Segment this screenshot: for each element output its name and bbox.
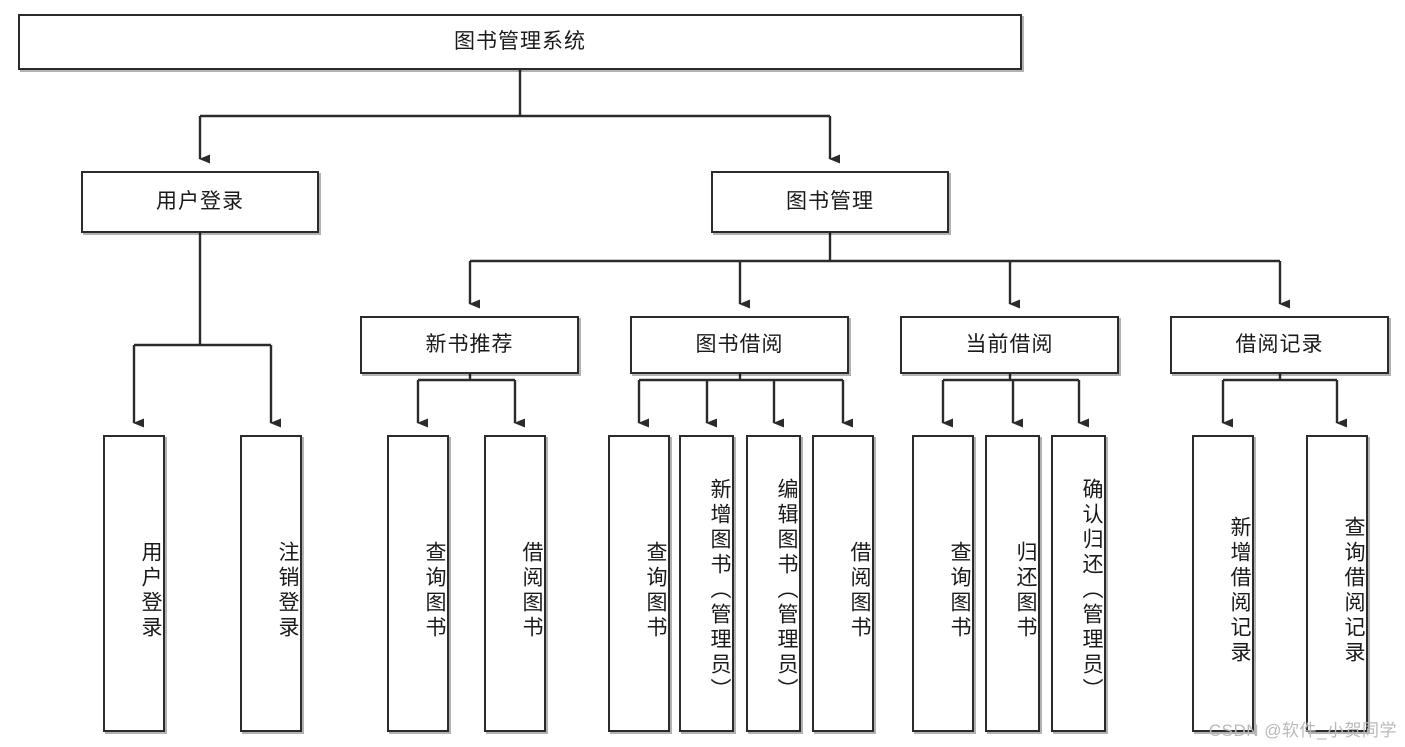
node-leaf-confirm-return: 确认归还（管理员） (1051, 435, 1106, 732)
node-label: 查询图书 (948, 540, 971, 641)
node-label: 借阅记录 (1235, 333, 1324, 357)
node-label: 用户登录 (156, 190, 244, 214)
node-label: 新增图书（管理员） (708, 478, 731, 703)
node-book-borrow: 图书借阅 (630, 316, 849, 374)
node-label: 查询借阅记录 (1342, 515, 1365, 666)
node-label: 注销登录 (276, 540, 299, 641)
node-label: 用户登录 (139, 540, 162, 641)
node-label: 图书管理 (786, 190, 874, 214)
node-label: 图书借阅 (695, 333, 784, 357)
node-root: 图书管理系统 (18, 14, 1022, 70)
node-label: 新增借阅记录 (1228, 515, 1251, 666)
node-label: 查询图书 (644, 540, 667, 641)
node-leaf-query-book-3: 查询图书 (912, 435, 974, 732)
node-current-borrow: 当前借阅 (900, 316, 1119, 374)
node-leaf-query-book-2: 查询图书 (608, 435, 670, 732)
node-leaf-query-borrow-record: 查询借阅记录 (1306, 435, 1368, 732)
watermark-label: CSDN @软件_小贺同学 (1208, 721, 1397, 740)
node-label: 借阅图书 (848, 540, 871, 641)
node-leaf-borrow-book-2: 借阅图书 (812, 435, 874, 732)
node-label: 借阅图书 (520, 540, 543, 641)
node-leaf-edit-book: 编辑图书（管理员） (746, 435, 801, 732)
node-leaf-logout: 注销登录 (240, 435, 302, 732)
node-borrow-record: 借阅记录 (1170, 316, 1389, 374)
node-leaf-user-login: 用户登录 (103, 435, 165, 732)
node-leaf-add-book: 新增图书（管理员） (679, 435, 734, 732)
node-leaf-borrow-book-1: 借阅图书 (484, 435, 546, 732)
node-leaf-add-borrow-record: 新增借阅记录 (1192, 435, 1254, 732)
node-label: 归还图书 (1014, 540, 1037, 641)
node-book-management: 图书管理 (711, 171, 949, 233)
node-label: 查询图书 (423, 540, 446, 641)
node-label: 确认归还（管理员） (1080, 478, 1103, 703)
node-label: 当前借阅 (965, 333, 1054, 357)
node-label: 新书推荐 (425, 333, 514, 357)
node-label: 编辑图书（管理员） (775, 478, 798, 703)
node-leaf-return-book: 归还图书 (985, 435, 1040, 732)
node-leaf-query-book-1: 查询图书 (387, 435, 449, 732)
node-new-book-recommend: 新书推荐 (360, 316, 579, 374)
node-user-login: 用户登录 (81, 171, 319, 233)
node-label: 图书管理系统 (454, 30, 586, 54)
